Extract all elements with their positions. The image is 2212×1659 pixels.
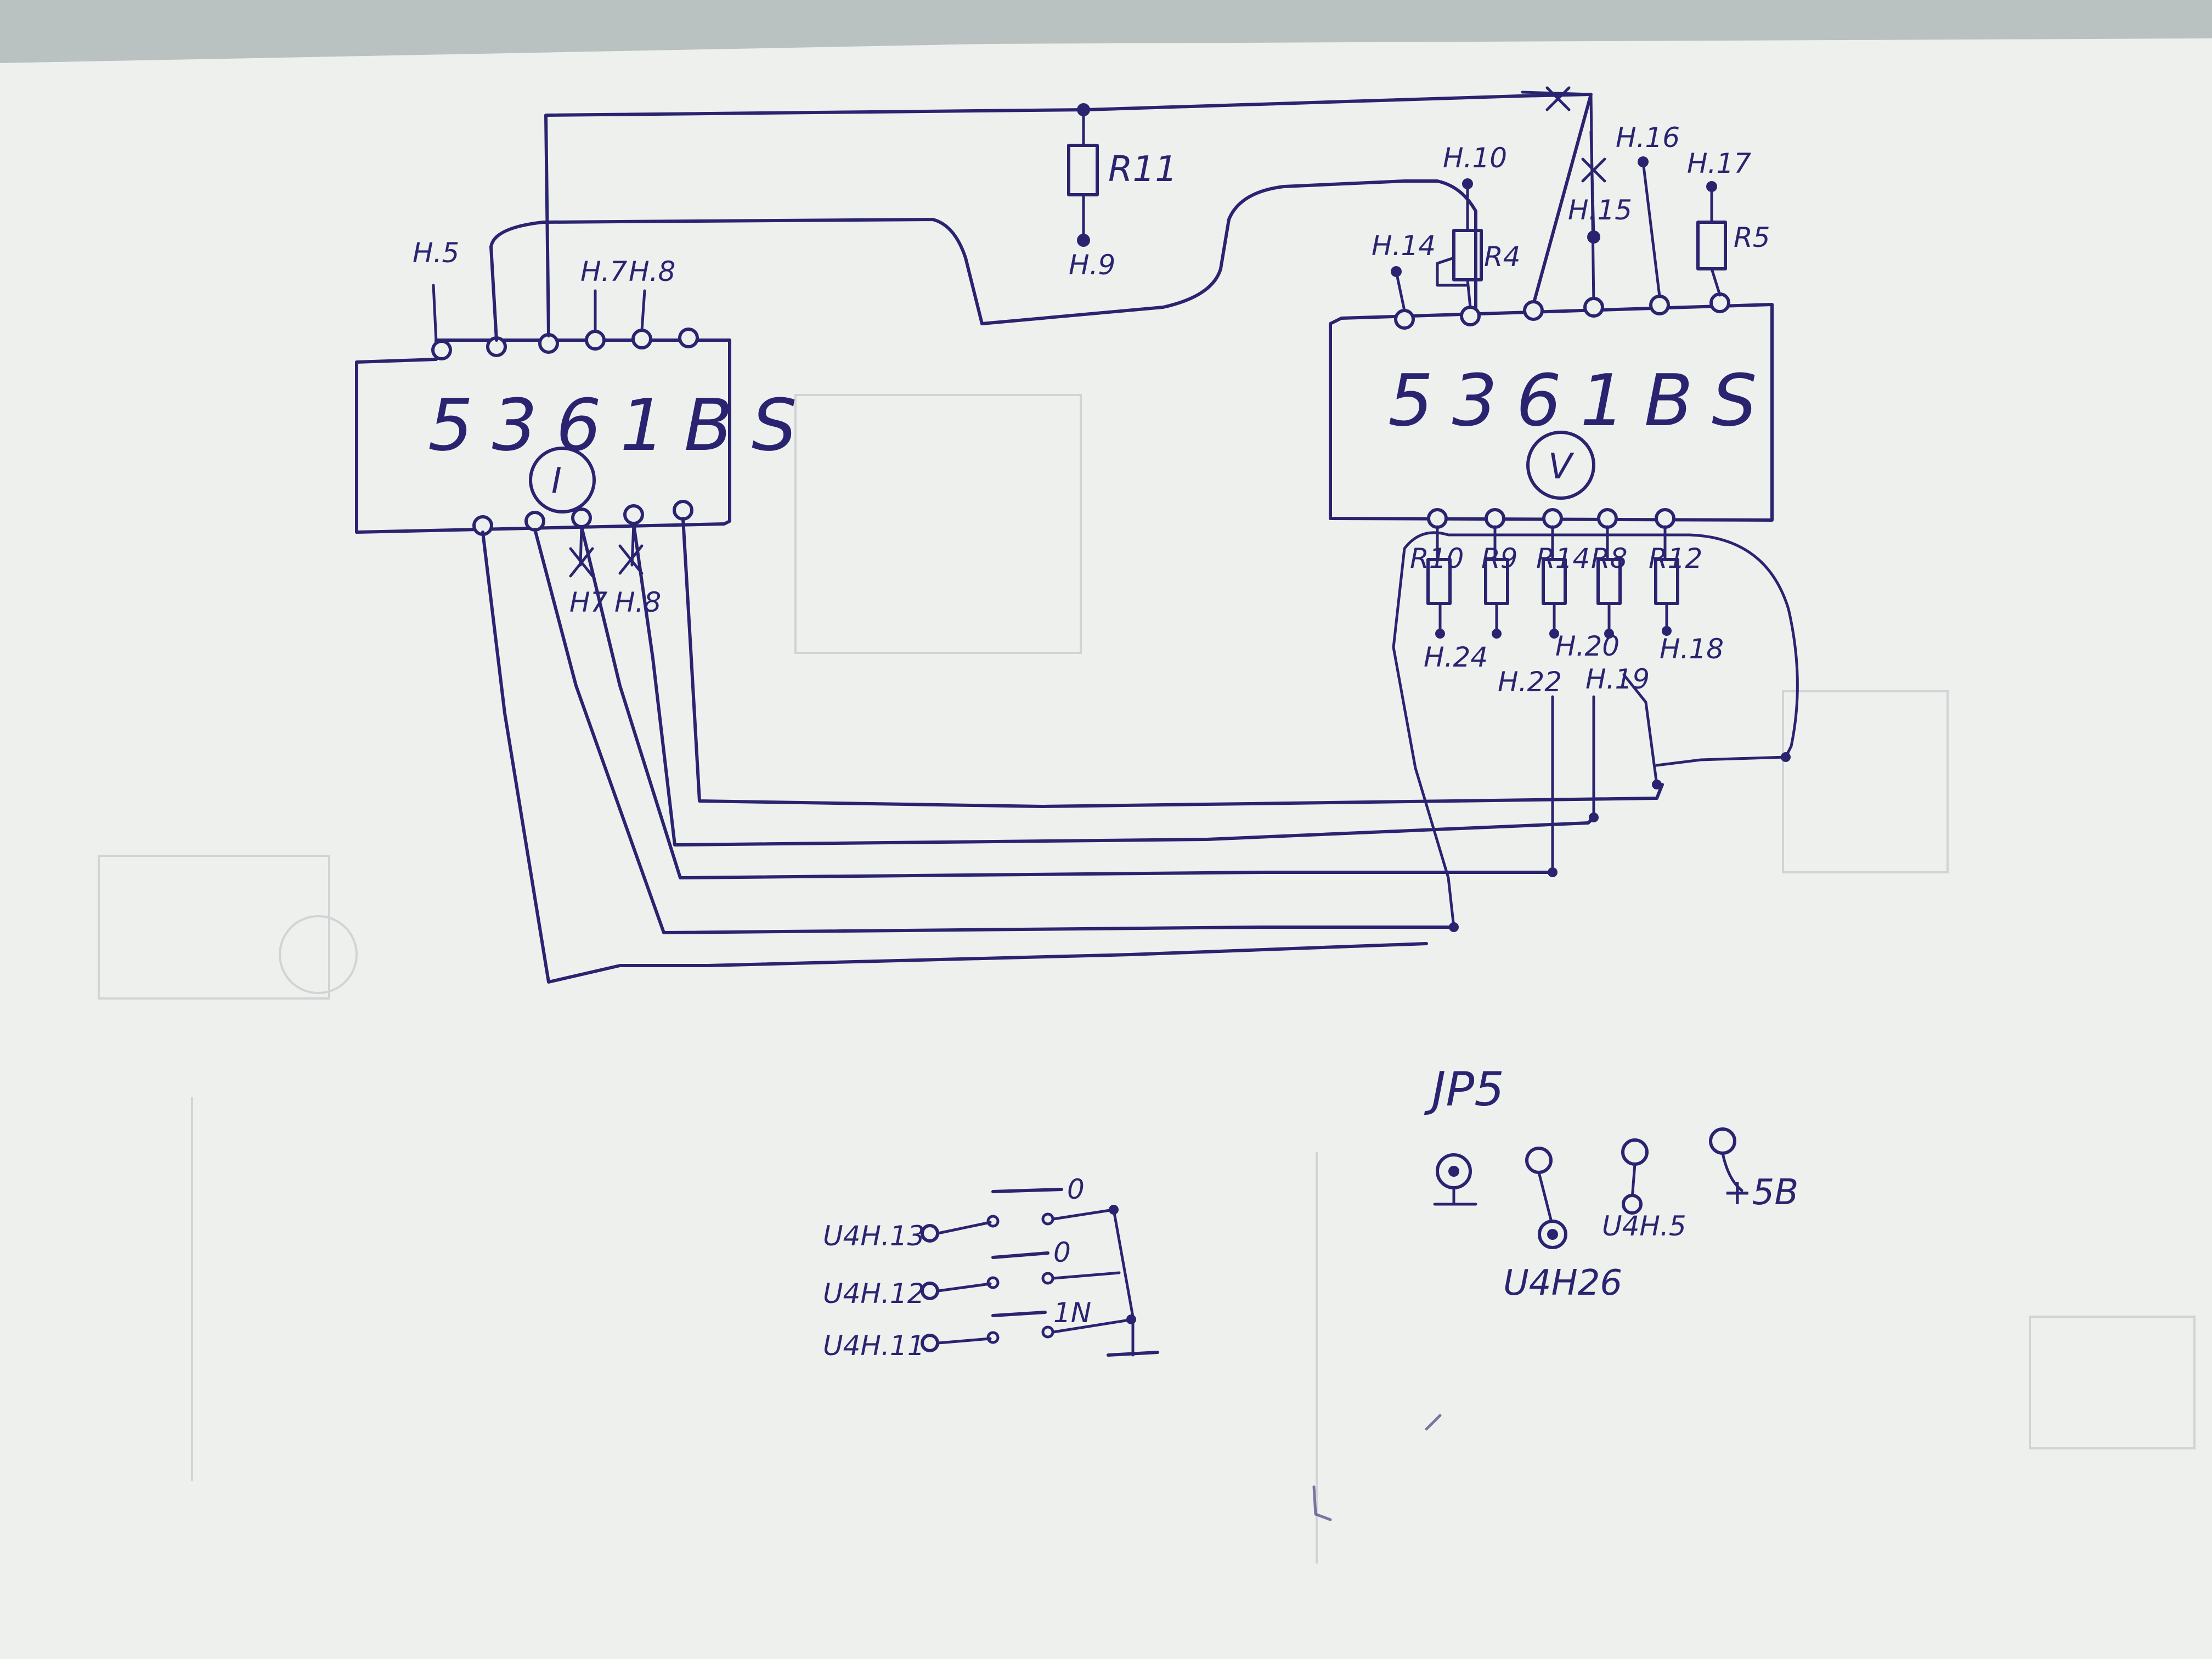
left-display-chip: 5361BS I bbox=[355, 328, 816, 536]
wire-return-n18 bbox=[1655, 755, 1787, 767]
wire-outer-loop bbox=[1392, 531, 1799, 929]
resistor-r8: R8 Н.19 bbox=[1585, 525, 1650, 695]
wire-bus-3 bbox=[580, 525, 1554, 879]
left-chip-part-number: 5361BS bbox=[428, 383, 816, 467]
label-n7-top: Н.7 bbox=[580, 256, 627, 287]
label-r12: R12 bbox=[1649, 543, 1702, 574]
paper-sheet bbox=[0, 38, 2212, 1659]
show-through-marks bbox=[98, 394, 2196, 1564]
wire-n16 bbox=[1641, 160, 1661, 298]
label-n15: Н.15 bbox=[1568, 194, 1632, 226]
switch-row-1-mark: 0 bbox=[1067, 1173, 1085, 1205]
label-r10: R10 bbox=[1410, 543, 1464, 574]
wire-bus-4 bbox=[533, 528, 1455, 934]
label-n8-bot: Н.8 bbox=[614, 586, 661, 618]
resistor-r9: R9 Н.22 bbox=[1481, 525, 1562, 698]
switch-row-2-label: U4Н.12 bbox=[823, 1278, 925, 1310]
jumper-jp5: JP5 U4Н26 U4Н.5 +5В bbox=[1424, 1062, 1798, 1304]
wire-rise-n19 bbox=[1622, 673, 1658, 786]
wire-n14 bbox=[1395, 270, 1406, 312]
switch-block: U4Н.13 U4Н.12 U4Н.11 0 0 1N bbox=[823, 1173, 1159, 1362]
right-chip-part-number: 5361BS bbox=[1388, 359, 1776, 442]
ground-symbol bbox=[1107, 1351, 1159, 1357]
resistor-r4: Н.10 R4 bbox=[1436, 142, 1521, 309]
wire-bus-5 bbox=[481, 531, 1428, 984]
jp5-mid-label: U4Н.5 bbox=[1602, 1210, 1686, 1242]
wire-n5 bbox=[432, 284, 438, 343]
wire-bus-1 bbox=[681, 517, 1664, 808]
label-n8-top: Н.8 bbox=[629, 256, 675, 287]
jp5-right-label: +5В bbox=[1723, 1172, 1798, 1213]
label-n16: Н.16 bbox=[1616, 122, 1680, 154]
switch-row-3-label: U4Н.11 bbox=[823, 1330, 925, 1362]
label-n22: Н.22 bbox=[1498, 666, 1562, 698]
jp5-title: JP5 bbox=[1424, 1062, 1504, 1117]
label-n5: Н.5 bbox=[413, 237, 459, 269]
wire-n8-top bbox=[640, 289, 646, 332]
resistor-r12: R12 Н.18 bbox=[1649, 525, 1724, 665]
wire-n7-bot bbox=[579, 525, 583, 567]
label-n10: Н.10 bbox=[1443, 142, 1507, 174]
wire-top-bus bbox=[544, 93, 1593, 337]
right-display-chip: 5361BS V bbox=[1329, 292, 1776, 529]
cut-mark-n15 bbox=[1581, 157, 1606, 183]
label-n17: Н.17 bbox=[1687, 148, 1751, 179]
resistor-r11: R11 Н.9 bbox=[1067, 108, 1177, 281]
label-r4: R4 bbox=[1484, 241, 1521, 273]
resistor-r5: Н.17 R5 bbox=[1687, 148, 1770, 297]
label-r5: R5 bbox=[1734, 222, 1770, 253]
resistor-r10: R10 Н.24 bbox=[1410, 525, 1488, 673]
stray-mark-2 bbox=[1312, 1485, 1332, 1521]
cut-mark-top bbox=[1545, 86, 1571, 111]
wire-loop-center bbox=[489, 179, 1477, 342]
switch-row-3-mark: 1N bbox=[1053, 1297, 1091, 1329]
label-r9: R9 bbox=[1481, 543, 1518, 574]
stray-mark bbox=[1425, 1414, 1442, 1431]
label-n14: Н.14 bbox=[1372, 230, 1436, 262]
label-r8: R8 bbox=[1591, 543, 1628, 574]
wire-bus-2 bbox=[632, 522, 1595, 847]
label-n18: Н.18 bbox=[1660, 633, 1724, 665]
label-n24: Н.24 bbox=[1424, 641, 1488, 673]
jp5-bottom-left-label: U4Н26 bbox=[1503, 1263, 1622, 1304]
label-r11: R11 bbox=[1108, 149, 1177, 190]
label-r14: R14 bbox=[1536, 543, 1590, 574]
left-chip-mark: I bbox=[551, 461, 562, 501]
label-n19: Н.19 bbox=[1585, 663, 1650, 695]
switch-row-1-label: U4Н.13 bbox=[823, 1220, 925, 1252]
right-chip-mark: V bbox=[1548, 447, 1575, 487]
label-n9: Н.9 bbox=[1069, 249, 1115, 281]
switch-row-2-mark: 0 bbox=[1053, 1237, 1071, 1268]
wire-n15 bbox=[1589, 130, 1595, 238]
